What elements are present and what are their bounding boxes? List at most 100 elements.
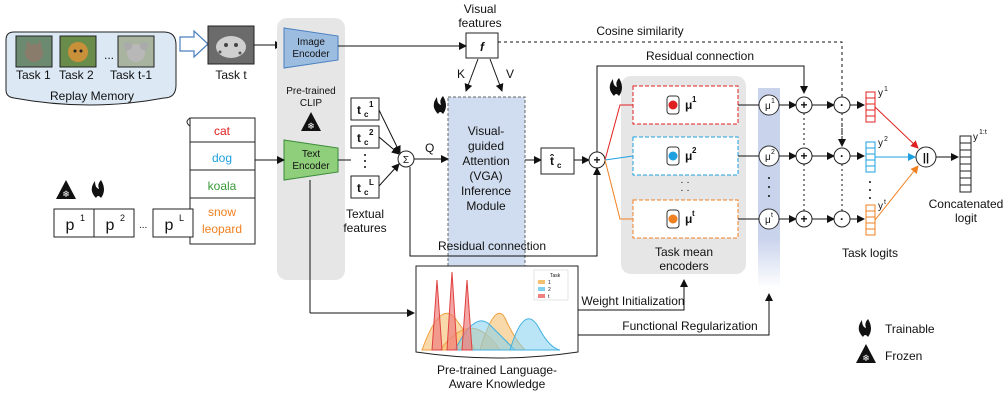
dot-2: · xyxy=(840,149,844,163)
task-logits xyxy=(850,91,876,236)
snowflake-icon: ❄ xyxy=(56,180,76,199)
logit-y1 xyxy=(865,91,876,123)
y1-sup: 1 xyxy=(884,86,888,93)
mu-col-1-mu: μ xyxy=(765,101,771,112)
plus-2: + xyxy=(800,149,807,163)
branch-orange xyxy=(604,159,633,220)
memory-task-1: Task 1 xyxy=(16,68,51,82)
task-logits-label: Task logits xyxy=(842,246,898,260)
yt-to-concat-arrow xyxy=(874,165,919,221)
knowledge-plot xyxy=(415,265,579,359)
mu2-label: μ xyxy=(685,149,692,163)
knowledge-legend-t: t xyxy=(548,294,550,300)
logit-y2 xyxy=(865,141,876,173)
class-dog: dog xyxy=(212,151,232,165)
vga-line-3: Attention xyxy=(462,154,509,168)
mu-col-1-sup: 1 xyxy=(771,98,775,105)
prompt-p2: p xyxy=(106,217,115,234)
logit-yt xyxy=(865,204,876,236)
legend-frozen: Frozen xyxy=(885,349,922,363)
branch-red xyxy=(604,104,633,161)
mu2-icon xyxy=(666,146,680,166)
clip-label-2: CLIP xyxy=(300,98,323,109)
k-arrow xyxy=(464,58,479,92)
visual-features-label-1: Visual xyxy=(464,2,496,16)
residual-top-line xyxy=(596,65,808,152)
task-mean-encoders-label-2: encoders xyxy=(659,259,708,273)
mu1-icon xyxy=(666,95,680,115)
plus-1: + xyxy=(800,98,807,112)
knowledge-legend-1: 1 xyxy=(548,280,551,286)
prompt-p1: p xyxy=(66,217,75,234)
replay-memory-label: Replay Memory xyxy=(50,89,134,103)
class-cat: cat xyxy=(214,124,231,138)
residual-top-label: Residual connection xyxy=(646,49,754,63)
class-names-scroll: cat dog koala snow leopard xyxy=(186,117,256,245)
image-encoder-label-1: Image xyxy=(297,37,325,48)
concatenated-label-1: Concatenated xyxy=(929,197,1004,211)
token-l-sub: c xyxy=(364,188,369,197)
token-l-arrow xyxy=(378,163,400,187)
text-encoder-label-1: Text xyxy=(302,149,321,160)
cosine-similarity-line xyxy=(498,41,846,147)
cat-image xyxy=(15,35,53,68)
prompt-pl-sup: L xyxy=(179,213,184,223)
task-t-image xyxy=(207,25,255,65)
legend-trainable: Trainable xyxy=(885,322,935,336)
textual-features: t c 1 t c 2 t c L xyxy=(350,97,380,199)
concatenated-logit-vector xyxy=(959,135,972,193)
token-1-arrow xyxy=(378,109,401,154)
token-1: t xyxy=(357,103,361,117)
vga-line-2: guided xyxy=(468,139,504,153)
flame-icon xyxy=(858,319,871,337)
mu1-sup: 1 xyxy=(692,95,697,104)
functional-reg-arrow xyxy=(578,293,773,336)
knowledge-label-1: Pre-trained Language- xyxy=(437,363,557,377)
q-label: Q xyxy=(425,141,434,155)
residual-bottom-line xyxy=(409,167,601,257)
image-encoder-label-2: Encoder xyxy=(292,49,330,60)
class-leopard: leopard xyxy=(202,222,242,236)
tc-hat-box xyxy=(540,147,575,175)
weight-init-arrow xyxy=(578,279,688,311)
token-2-arrow xyxy=(378,136,400,155)
k-label: K xyxy=(457,67,465,81)
mu-col-t-mu: μ xyxy=(765,215,771,226)
residual-plus: + xyxy=(593,153,600,167)
v-label: V xyxy=(506,67,514,81)
textual-features-label-2: features xyxy=(343,221,386,235)
y1-label: y xyxy=(878,88,883,99)
token-1-sup: 1 xyxy=(369,100,374,109)
token-1-sub: c xyxy=(364,110,369,119)
tc-hat-sub: c xyxy=(557,161,562,170)
plus-t: + xyxy=(800,212,807,226)
snowflake-icon: ❄ xyxy=(301,112,321,131)
clip-label-1: Pre-trained xyxy=(286,86,335,97)
yt-label: y xyxy=(878,201,883,212)
mu2-encoder xyxy=(632,136,739,176)
token-2: t xyxy=(357,131,361,145)
dot-1: · xyxy=(840,98,844,112)
y1-to-concat-arrow xyxy=(874,106,919,149)
flame-icon xyxy=(91,180,104,198)
tc-hat: t̂ xyxy=(549,153,555,168)
knowledge-legend-title: Task xyxy=(550,273,561,279)
prompt-pl: p xyxy=(165,217,174,234)
token-2-sub: c xyxy=(364,138,369,147)
svg-text:❄: ❄ xyxy=(62,189,70,199)
y-concat-sup: 1:t xyxy=(979,129,987,136)
snowflake-icon: ❄ xyxy=(856,344,876,363)
flame-icon xyxy=(609,78,622,96)
visual-features-label-2: features xyxy=(458,16,501,30)
yt-sup: t xyxy=(884,199,886,206)
functional-reg-label: Functional Regularization xyxy=(622,319,757,333)
svg-text:❄: ❄ xyxy=(862,353,870,363)
memory-to-task-arrow xyxy=(179,29,209,59)
mut-label: μ xyxy=(685,212,692,226)
mut-sup: t xyxy=(692,209,695,218)
svg-text:❄: ❄ xyxy=(307,121,315,131)
mu-col-t-sup: t xyxy=(771,212,773,219)
dog-image xyxy=(59,35,97,68)
class-koala: koala xyxy=(208,179,237,193)
textual-features-label-1: Textual xyxy=(346,207,384,221)
